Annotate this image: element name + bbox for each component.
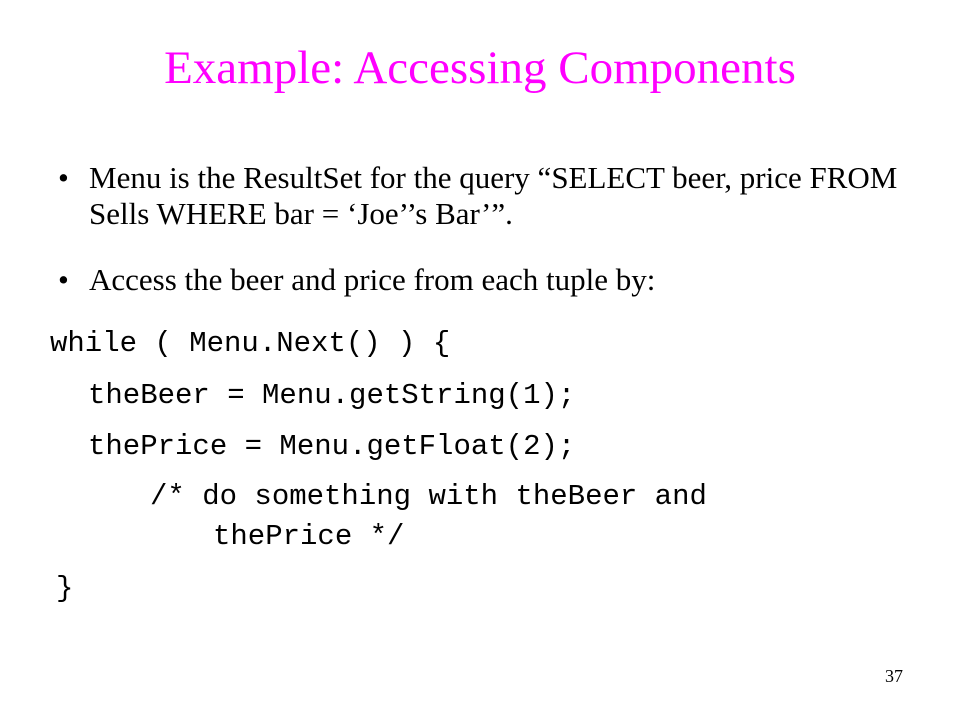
bullet-text: Menu is the ResultSet for the query “SEL… — [89, 160, 898, 231]
bullet-item: • Access the beer and price from each tu… — [58, 262, 918, 298]
bullet-marker: • — [58, 262, 69, 297]
bullet-text: Access the beer and price from each tupl… — [89, 262, 656, 297]
code-line: /* do something with theBeer and — [150, 480, 707, 513]
code-line: } — [56, 572, 74, 605]
bullet-marker: • — [58, 160, 69, 195]
bullet-list: • Menu is the ResultSet for the query “S… — [58, 160, 918, 328]
code-line: theBeer = Menu.getString(1); — [88, 379, 576, 412]
code-line: thePrice = Menu.getFloat(2); — [88, 430, 576, 463]
code-line: while ( Menu.Next() ) { — [50, 327, 451, 360]
code-line: thePrice */ — [213, 520, 405, 553]
page-number: 37 — [885, 666, 903, 686]
slide-title: Example: Accessing Components — [164, 42, 796, 94]
bullet-item: • Menu is the ResultSet for the query “S… — [58, 160, 918, 232]
